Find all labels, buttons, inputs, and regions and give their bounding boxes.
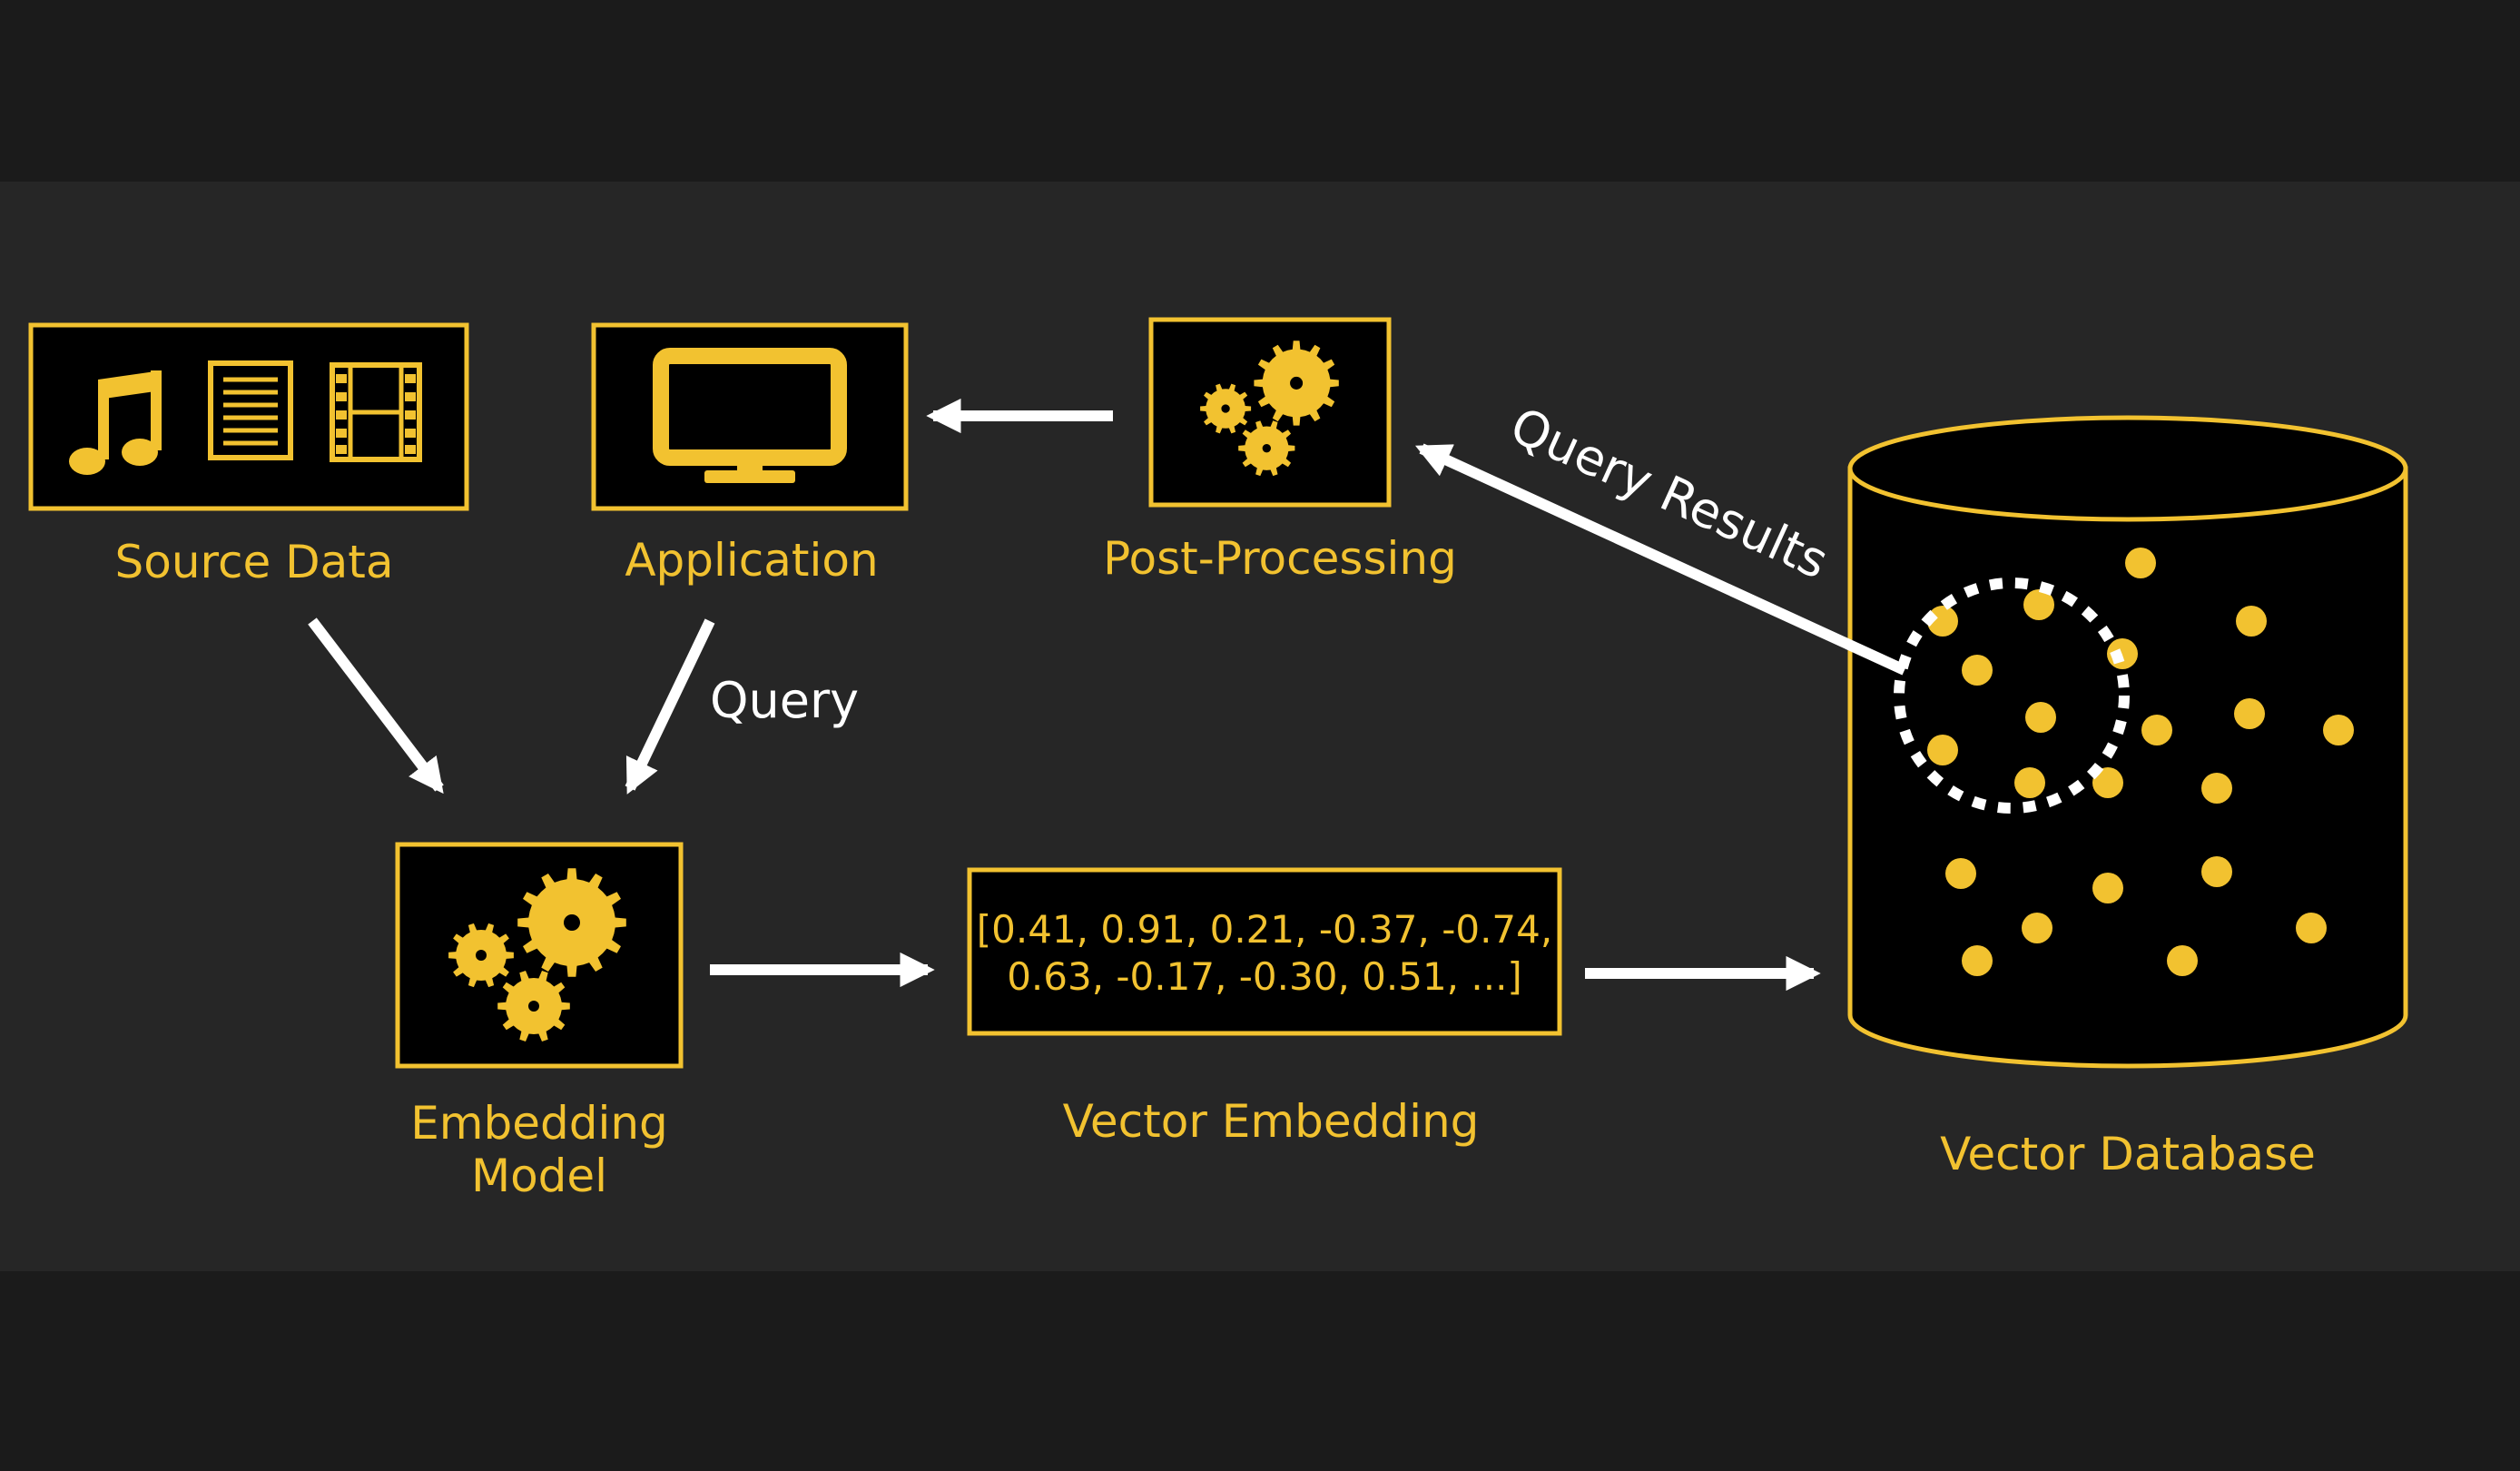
vector-embedding-line2: 0.63, -0.17, -0.30, 0.51, ...]: [1007, 954, 1522, 999]
vector-point: [2014, 767, 2045, 798]
embedding-model-label-line2: Model: [471, 1150, 607, 1202]
gear-hole: [528, 1001, 539, 1012]
source-data-node: Source Data: [28, 322, 469, 588]
gear-hole: [476, 950, 487, 961]
vector-embedding-label: Vector Embedding: [1063, 1095, 1480, 1148]
application-node: Application: [591, 322, 909, 587]
gear-hole: [564, 914, 580, 931]
source-data-label: Source Data: [114, 536, 393, 588]
vector-point: [2296, 913, 2327, 943]
gears-icon: [1200, 341, 1339, 477]
vector-point: [2125, 548, 2156, 578]
vector-point: [2201, 856, 2232, 887]
vector-point: [1962, 655, 1993, 686]
arrow-application-to-embedding: [625, 618, 715, 795]
vector-point: [2022, 913, 2052, 943]
vector-point: [2234, 698, 2265, 729]
vector-point: [1962, 945, 1993, 976]
vector-embedding-node: [0.41, 0.91, 0.21, -0.37, -0.74, 0.63, -…: [967, 867, 1562, 1148]
vector-point: [1927, 735, 1958, 765]
music-note-icon: [69, 370, 162, 475]
vector-point: [2092, 767, 2123, 798]
vector-point: [2023, 589, 2054, 620]
vector-point: [2167, 945, 2198, 976]
vector-points: [1927, 548, 2354, 976]
vector-point: [2323, 715, 2354, 745]
arrows: [308, 398, 1907, 992]
vector-point: [2025, 702, 2056, 733]
gear-hole: [1262, 444, 1271, 453]
arrow-query-results: [1415, 443, 1907, 676]
vector-point: [2092, 873, 2123, 903]
vector-point: [2201, 773, 2232, 804]
application-label: Application: [625, 534, 878, 587]
vector-point: [1945, 858, 1976, 889]
gears-icon: [448, 868, 626, 1042]
post-processing-node: Post-Processing: [1103, 317, 1457, 585]
embedding-model-label-line1: Embedding: [410, 1097, 668, 1150]
vector-point: [2236, 606, 2267, 637]
vector-point: [2141, 715, 2172, 745]
vector-database-label: Vector Database: [1940, 1128, 2316, 1180]
vector-embedding-line1: [0.41, 0.91, 0.21, -0.37, -0.74,: [977, 907, 1552, 952]
similarity-search-circle: [1894, 578, 2130, 814]
arrow-source-to-embedding: [308, 617, 444, 795]
document-icon: [208, 360, 293, 460]
gear-hole: [1221, 404, 1230, 413]
vector-point: [1927, 606, 1958, 637]
post-processing-label: Post-Processing: [1103, 532, 1457, 585]
gear-hole: [1290, 376, 1304, 390]
monitor-icon: [653, 348, 847, 483]
film-strip-icon: [330, 362, 422, 462]
query-label: Query: [710, 672, 859, 729]
embedding-model-node: Embedding Model: [395, 842, 684, 1202]
vector-database-node: Vector Database: [1847, 415, 2408, 1180]
